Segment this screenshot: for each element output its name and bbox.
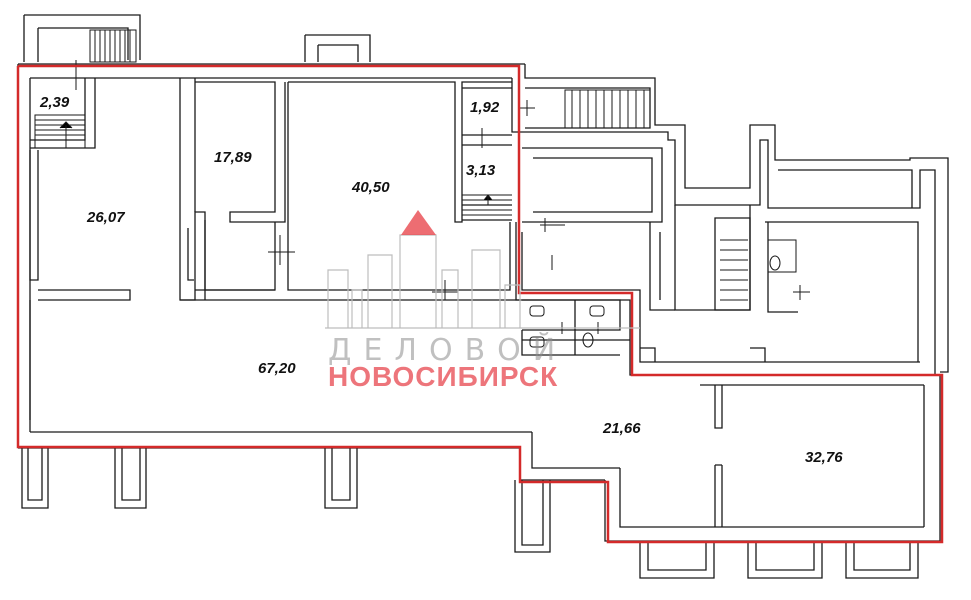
room-area-label: 67,20 <box>258 360 296 377</box>
room-area-label: 1,92 <box>470 99 500 116</box>
room-area-label: 40,50 <box>351 179 390 196</box>
watermark: ДЕЛОВОЙ НОВОСИБИРСК <box>325 210 640 392</box>
room-area-label: 32,76 <box>805 449 843 466</box>
watermark-triangle-logo <box>401 210 436 235</box>
room-area-label: 26,07 <box>86 209 125 226</box>
sanitary-fixtures <box>529 239 797 348</box>
room-area-label: 17,89 <box>214 149 252 166</box>
watermark-line1: ДЕЛОВОЙ <box>328 332 567 368</box>
room-area-label: 21,66 <box>602 420 641 437</box>
leased-area-outline <box>16 64 944 544</box>
room-area-label: 3,13 <box>466 162 496 179</box>
room-area-label: 2,39 <box>39 94 70 111</box>
stairs <box>34 29 748 301</box>
interior-walls <box>29 78 940 420</box>
watermark-skyline <box>325 234 640 329</box>
room-labels: 2,39 17,89 40,50 1,92 3,13 26,07 67,20 2… <box>39 94 843 466</box>
door-ticks <box>59 60 810 334</box>
watermark-line2: НОВОСИБИРСК <box>328 361 558 392</box>
